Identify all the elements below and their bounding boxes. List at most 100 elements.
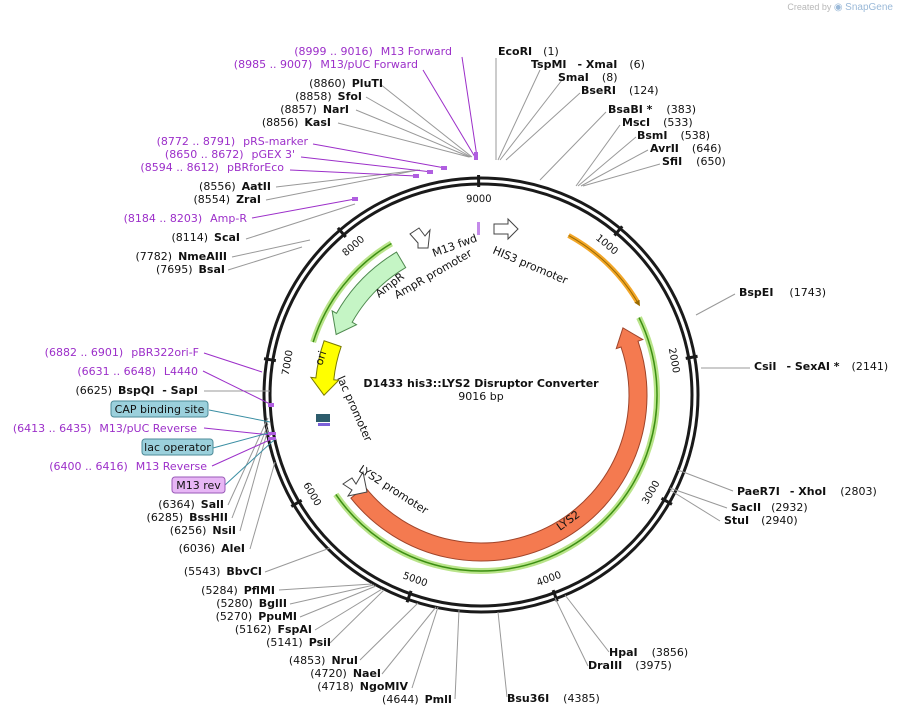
cap-binding-site-box[interactable] [110, 400, 209, 418]
cap-binding-site-label: CAP binding site [115, 403, 205, 416]
tick-marks [263, 174, 698, 603]
site-nrui[interactable]: (4853)NruI [289, 654, 358, 667]
ampr-feature-arrow [331, 251, 407, 336]
site-fspai[interactable]: (5162)FspAI [235, 623, 312, 636]
tick-mark-4000 [551, 589, 559, 602]
lys2-highlight-line [335, 317, 658, 572]
lys2-highlight-arc [333, 316, 660, 574]
site-nmeaiii[interactable]: (7782)NmeAIII [136, 250, 228, 263]
site-alei[interactable]: (6036)AleI [179, 542, 245, 555]
restriction-sites-left: (8860)PluTI (8858)SfoI (8857)NarI (8856)… [75, 77, 452, 706]
site-bseri[interactable]: BseRI(124) [581, 84, 659, 97]
site-nari[interactable]: (8857)NarI [280, 103, 349, 116]
site-bsmi[interactable]: BsmI(538) [637, 129, 710, 142]
tick-label-5000: 5000 [401, 571, 429, 590]
site-paer7i[interactable]: PaeR7I- XhoI(2803) [737, 485, 877, 498]
site-psii[interactable]: (5141)PsiI [266, 636, 331, 649]
site-bspei[interactable]: BspEI(1743) [739, 286, 826, 299]
m13-rev-box[interactable] [171, 476, 226, 494]
site-avrii[interactable]: AvrII(646) [650, 142, 722, 155]
site-kasi[interactable]: (8856)KasI [262, 116, 331, 129]
site-bspqi[interactable]: (6625)BspQI- SapI [75, 384, 198, 397]
watermark-prefix: Created by [787, 2, 832, 12]
site-sali[interactable]: (6364)SalI [158, 498, 224, 511]
tick-label-2000: 2000 [666, 347, 681, 374]
his3-promoter-label: HIS3 promoter [491, 244, 570, 287]
restriction-sites-right: EcoRI(1) TspMI- XmaI(6) SmaI(8) BseRI(12… [498, 45, 888, 705]
tick-mark-5000 [405, 590, 413, 603]
lys2-feature-arrow [350, 327, 648, 562]
primer-marks [268, 152, 478, 440]
primer-m13-reverse[interactable]: (6400 .. 6416)M13 Reverse [49, 460, 207, 473]
site-smai[interactable]: SmaI(8) [558, 71, 618, 84]
site-naei[interactable]: (4720)NaeI [310, 667, 381, 680]
lac-promoter-mark [316, 414, 330, 422]
site-zrai[interactable]: (8554)ZraI [194, 193, 262, 206]
site-scai[interactable]: (8114)ScaI [171, 231, 240, 244]
tick-label-9000: 9000 [466, 194, 492, 205]
primer-pgex-3[interactable]: (8650 .. 8672)pGEX 3' [165, 148, 295, 161]
site-stui[interactable]: StuI(2940) [724, 514, 798, 527]
site-aatii[interactable]: (8556)AatII [199, 180, 271, 193]
site-pmli[interactable]: (4644)PmlI [382, 693, 452, 706]
site-hpai[interactable]: HpaI(3856) [609, 646, 688, 659]
tick-mark-2000 [685, 354, 698, 360]
site-bglii[interactable]: (5280)BglII [216, 597, 287, 610]
site-pluti[interactable]: (8860)PluTI [309, 77, 383, 90]
ori-label: ori [312, 349, 329, 367]
primer-m13-puc-reverse[interactable]: (6413 .. 6435)M13/pUC Reverse [13, 422, 197, 435]
snapgene-watermark: Created by ◉ SnapGene [787, 2, 893, 13]
site-bsabi[interactable]: BsaBI *(383) [608, 103, 696, 116]
site-bbvci[interactable]: (5543)BbvCI [184, 565, 262, 578]
site-sfoi[interactable]: (8858)SfoI [295, 90, 362, 103]
tick-label-3000: 3000 [640, 479, 662, 507]
tick-mark-6000 [290, 499, 303, 508]
primer-pbr322ori-f[interactable]: (6882 .. 6901)pBR322ori-F [45, 346, 199, 359]
site-pflmi[interactable]: (5284)PflMI [201, 584, 275, 597]
primer-m13-forward[interactable]: (8999 .. 9016)M13 Forward [294, 45, 452, 58]
orange-feature-arrow [568, 234, 640, 307]
site-csii[interactable]: CsiI- SexAI *(2141) [754, 360, 888, 373]
primer-pbrforeco[interactable]: (8594 .. 8612)pBRforEco [140, 161, 284, 174]
site-bsai[interactable]: (7695)BsaI [156, 263, 225, 276]
site-sacii[interactable]: SacII(2932) [731, 501, 808, 514]
backbone-inner-ring [268, 182, 694, 608]
tick-mark-3000 [660, 497, 673, 506]
plasmid-length: 9016 bp [458, 390, 503, 403]
his3-promoter-arrow [493, 217, 519, 241]
site-ppumi[interactable]: (5270)PpuMI [216, 610, 297, 623]
site-ngomiv[interactable]: (4718)NgoMIV [317, 680, 408, 693]
snapgene-logo-icon: ◉ [833, 2, 843, 13]
site-msci[interactable]: MscI(533) [622, 116, 693, 129]
m13-fwd-mark [477, 222, 480, 235]
ori-feature-arrow [309, 340, 342, 396]
box-leader-lines [208, 409, 275, 486]
watermark-brand: SnapGene [845, 2, 893, 13]
primer-labels: (8999 .. 9016)M13 Forward (8985 .. 9007)… [13, 45, 452, 473]
site-tspmi[interactable]: TspMI- XmaI(6) [531, 58, 645, 71]
primer-m13-puc-forward[interactable]: (8985 .. 9007)M13/pUC Forward [234, 58, 418, 71]
site-sfii[interactable]: SfiI(650) [662, 155, 726, 168]
primer-l4440[interactable]: (6631 .. 6648)L4440 [77, 365, 198, 378]
plasmid-name: D1433 his3::LYS2 Disruptor Converter [363, 377, 599, 390]
primer-prs-marker[interactable]: (8772 .. 8791)pRS-marker [157, 135, 309, 148]
leader-lines [204, 58, 750, 700]
lys2-promoter-arrow [342, 470, 368, 497]
tick-mark-1000 [613, 225, 624, 237]
m13-rev-label: M13 rev [176, 479, 221, 492]
tick-label-6000: 6000 [300, 481, 322, 509]
lac-operator-mark [318, 423, 330, 426]
tick-label-7000: 7000 [281, 349, 296, 376]
tick-mark-7000 [263, 357, 277, 363]
site-bsu36i[interactable]: Bsu36I(4385) [507, 692, 600, 705]
site-bsshii[interactable]: (6285)BssHII [147, 511, 228, 524]
primer-leader-lines [202, 56, 478, 467]
site-ecori[interactable]: EcoRI(1) [498, 45, 559, 58]
boxed-labels: CAP binding site lac operator M13 rev [110, 400, 226, 494]
primer-amp-r[interactable]: (8184 .. 8203)Amp-R [124, 212, 248, 225]
site-nsii[interactable]: (6256)NsiI [170, 524, 236, 537]
lac-operator-box[interactable] [141, 438, 214, 456]
site-draiii[interactable]: DraIII(3975) [588, 659, 672, 672]
ampr-highlight-line [312, 242, 392, 343]
